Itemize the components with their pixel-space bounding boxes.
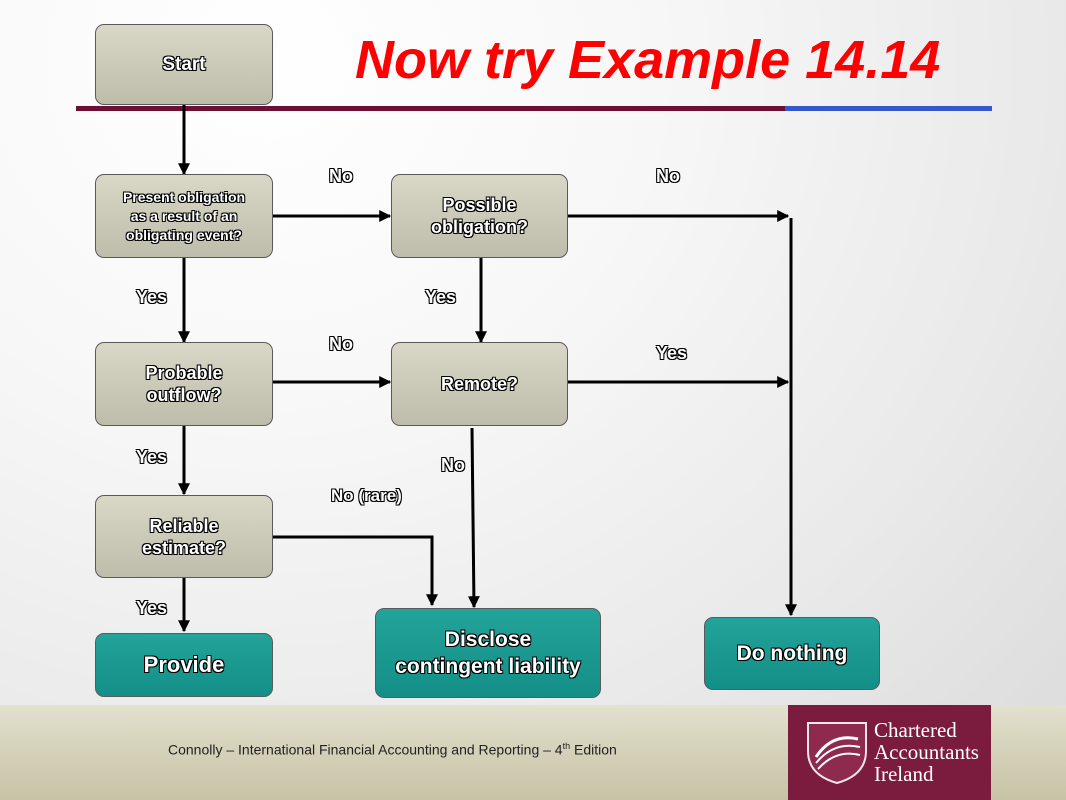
disclose-contingent-liability-node: Disclose contingent liability (375, 608, 601, 698)
page-title: Now try Example 14.14 (355, 30, 941, 90)
disclose-line-1: Disclose (444, 628, 532, 651)
present-obligation-line-1: Present obligation (122, 188, 246, 205)
probable-outflow-node: Probable outflow? (95, 342, 273, 426)
edge-label-no: No (329, 166, 353, 186)
edge-label-yes: Yes (136, 447, 168, 467)
probable-outflow-line-2: outflow? (146, 385, 222, 405)
do-nothing-node-label: Do nothing (736, 641, 848, 665)
reliable-estimate-line-1: Reliable (149, 515, 219, 536)
logo-line-3: Ireland (874, 762, 934, 786)
arrow-reliable-to-disclose (272, 535, 438, 607)
title-divider-left (76, 106, 785, 111)
edge-label-no: No (329, 334, 353, 354)
remote-node-label: Remote? (440, 373, 518, 394)
probable-outflow-line-1: Probable (145, 363, 223, 383)
present-obligation-line-2: as a result of an (130, 207, 238, 224)
footer-citation: Connolly – International Financial Accou… (168, 741, 617, 758)
start-node: Start (95, 24, 273, 105)
chartered-accountants-logo: Chartered Accountants Ireland (788, 705, 991, 800)
edge-label-no: No (656, 166, 680, 186)
remote-node: Remote? (391, 342, 568, 426)
footer-citation-main: Connolly – International Financial Accou… (168, 741, 563, 758)
arrow-remote-to-disclose (467, 427, 480, 609)
logo-line-1: Chartered (874, 718, 957, 742)
present-obligation-line-3: obligating event? (126, 226, 242, 243)
possible-obligation-line-1: Possible (442, 195, 517, 215)
crest-icon (807, 722, 867, 785)
edge-label-no-rare: No (rare) (331, 486, 402, 505)
possible-obligation-node: Possible obligation? (391, 174, 568, 258)
footer-citation-end: Edition (570, 741, 617, 758)
start-node-label: Start (162, 53, 206, 75)
logo-line-2: Accountants (874, 740, 979, 764)
reliable-estimate-node: Reliable estimate? (95, 495, 273, 578)
edge-label-no: No (441, 455, 465, 475)
edge-label-yes: Yes (425, 287, 457, 307)
provide-node: Provide (95, 633, 273, 697)
title-divider-right (785, 106, 992, 111)
present-obligation-node: Present obligation as a result of an obl… (95, 174, 273, 258)
edge-label-yes: Yes (136, 598, 168, 618)
do-nothing-node: Do nothing (704, 617, 880, 690)
disclose-line-2: contingent liability (395, 655, 581, 678)
possible-obligation-line-2: obligation? (431, 217, 528, 237)
edge-label-yes: Yes (656, 343, 688, 363)
edge-label-yes: Yes (136, 287, 168, 307)
reliable-estimate-line-2: estimate? (141, 537, 227, 558)
provide-node-label: Provide (143, 652, 225, 677)
logo-wordmark: Chartered Accountants Ireland (874, 719, 979, 785)
footer-citation-sup: th (562, 741, 571, 751)
